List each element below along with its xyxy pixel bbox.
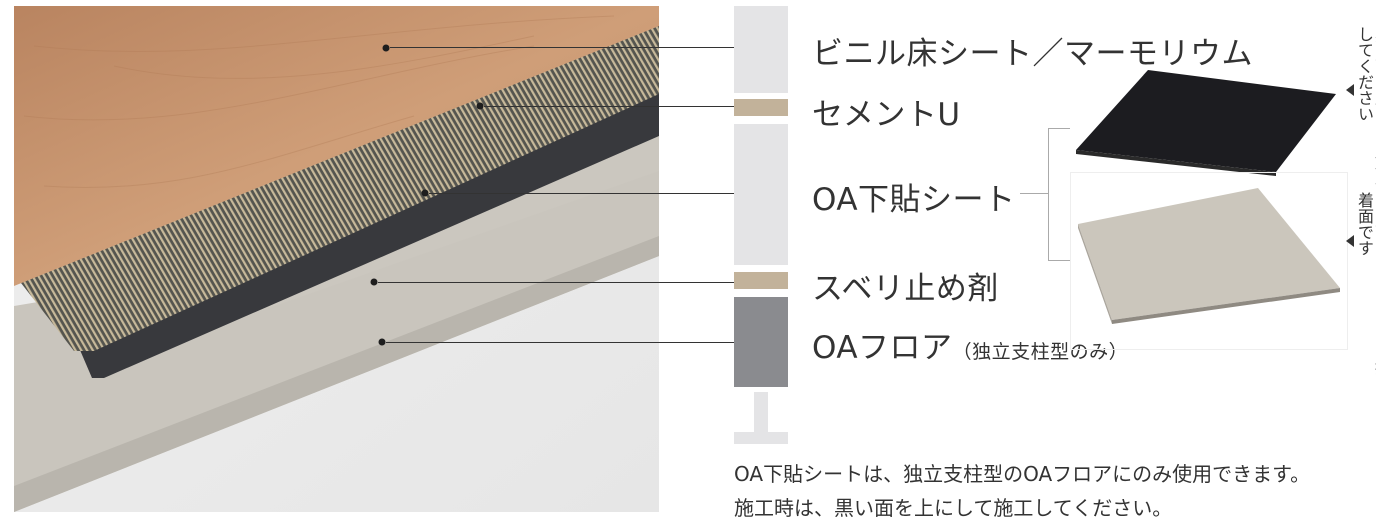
leader-line-2 [484,106,734,107]
pointer-dot-1 [382,44,390,52]
leader-line-3 [429,193,734,194]
footer-note-line2: 施工時は、黒い面を上にして施工してください。 [734,496,1173,520]
layer-label-oa-underlay: OA下貼シート [812,182,1016,218]
layer-label-vinyl: ビニル床シート／マーモリウム [812,36,1253,72]
bracket-connector [1020,193,1048,194]
layer-label-oa-floor: OAフロア（独立支柱型のみ） [812,322,1128,367]
layer-label-cement-u: セメントU [812,97,961,133]
layer-label-oa-floor-name: OAフロア [812,330,953,366]
sheet-black-side-image [1068,64,1338,180]
layer-label-anti-slip: スベリ止め剤 [812,271,999,307]
note-black-face-up: 黒い面を上にして施工してください [1355,26,1376,186]
arrow-top-note [1346,84,1354,96]
column-cement-u [734,99,788,116]
floor-layers-photo [14,6,659,512]
pointer-dot-3 [421,189,429,197]
bracket-top-arm [1048,128,1070,129]
sheet-grey-side-image [1072,184,1344,334]
cement-u-adhesive [14,6,659,351]
column-vinyl [734,6,788,93]
column-support-post [754,392,768,432]
oa-floor-board [14,156,659,512]
oa-underlay-sheet-black [74,91,659,378]
bracket-vertical [1048,128,1049,260]
vinyl-floor-sheet-wood [14,6,659,286]
sheet-box [1070,172,1348,350]
column-oa-floor [734,297,788,387]
leader-line-1 [390,47,734,48]
column-anti-slip [734,272,788,289]
bracket-bottom-arm [1048,260,1070,261]
footer-note-line1: OA下貼シートは、独立支柱型のOAフロアにのみ使用できます。 [734,462,1311,486]
leader-line-4 [378,282,734,283]
layer-label-oa-floor-note: （独立支柱型のみ） [952,341,1129,363]
arrow-bottom-note [1346,235,1354,247]
note-adhesive-face: この面がOAフロアとの接着面です [1355,192,1376,375]
column-oa-underlay [734,124,788,265]
pointer-dot-4 [370,278,378,286]
column-support-base [734,432,788,444]
pointer-dot-5 [378,338,386,346]
pointer-dot-2 [476,102,484,110]
leader-line-5 [386,342,734,343]
